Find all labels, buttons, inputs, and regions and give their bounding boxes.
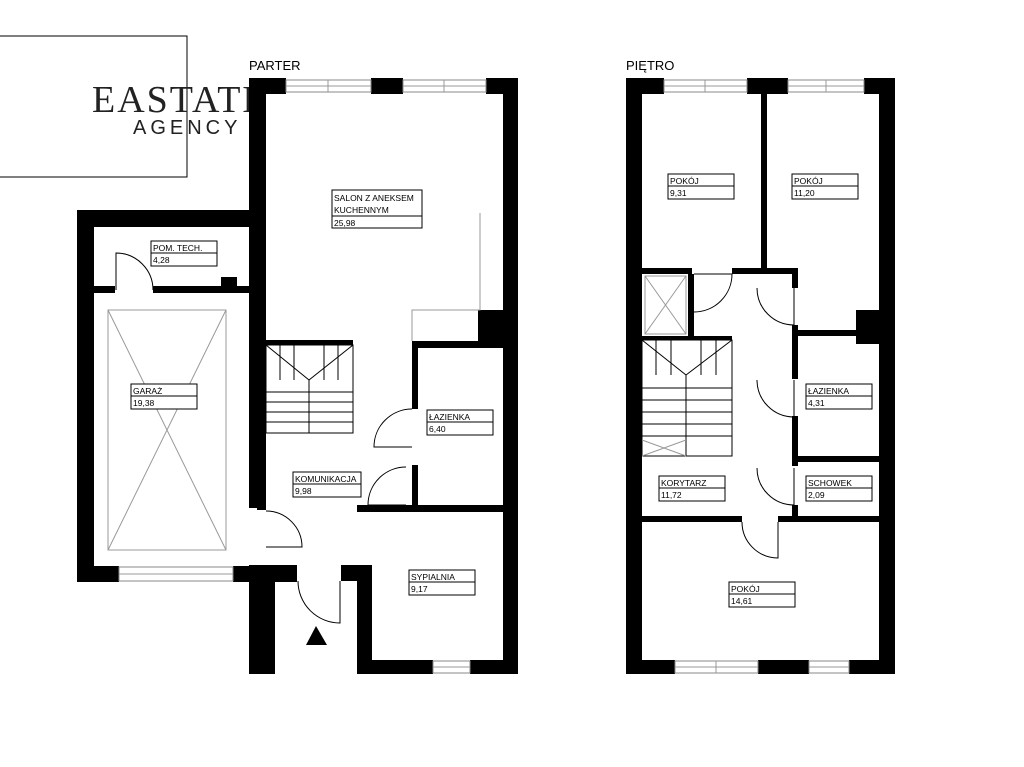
room-name: ŁAZIENKA xyxy=(808,386,849,396)
parter-walls xyxy=(77,78,518,674)
room-name: KUCHENNYM xyxy=(334,205,389,215)
room-label-garaz: GARAŻ 19,38 xyxy=(130,383,198,410)
room-label-pom-tech: POM. TECH. 4,28 xyxy=(150,240,218,267)
room-label-pokoj-1: POKÓJ 9,31 xyxy=(667,173,735,200)
room-label-lazienka-pietro: ŁAZIENKA 4,31 xyxy=(805,383,873,410)
room-area: 14,61 xyxy=(731,596,753,606)
parter-doors xyxy=(115,252,413,624)
room-label-lazienka-parter: ŁAZIENKA 6,40 xyxy=(426,409,494,436)
logo: EASTATE AGENCY xyxy=(0,35,268,178)
room-area: 4,31 xyxy=(808,398,825,408)
entrance-arrow-icon xyxy=(306,626,327,645)
room-area: 19,38 xyxy=(133,398,155,408)
room-name: GARAŻ xyxy=(133,386,162,396)
pietro-windows xyxy=(663,79,865,674)
floor-title-parter: PARTER xyxy=(249,58,301,73)
pietro-walls xyxy=(626,78,895,674)
room-name: SYPIALNIA xyxy=(411,572,455,582)
room-name: POM. TECH. xyxy=(153,243,202,253)
room-name: SALON Z ANEKSEM xyxy=(334,193,414,203)
parter-windows xyxy=(118,79,487,674)
room-area: 4,28 xyxy=(153,255,170,265)
room-area: 25,98 xyxy=(334,218,356,228)
room-area: 11,72 xyxy=(661,490,682,500)
room-area: 2,09 xyxy=(808,490,825,500)
room-label-schowek: SCHOWEK 2,09 xyxy=(805,475,873,502)
floor-title-pietro: PIĘTRO xyxy=(626,58,674,73)
room-area: 9,31 xyxy=(670,188,687,198)
room-label-salon: SALON Z ANEKSEM KUCHENNYM 25,98 xyxy=(331,189,423,229)
room-label-korytarz: KORYTARZ 11,72 xyxy=(658,475,726,502)
room-name: KORYTARZ xyxy=(661,478,707,488)
room-name: POKÓJ xyxy=(794,176,823,186)
room-label-pokoj-2: POKÓJ 11,20 xyxy=(791,173,859,200)
logo-main-text: EASTATE xyxy=(92,79,268,121)
logo-frame xyxy=(0,35,188,178)
room-area: 6,40 xyxy=(429,424,446,434)
room-area: 9,98 xyxy=(295,486,312,496)
room-label-pokoj-3: POKÓJ 14,61 xyxy=(728,581,796,608)
room-name: ŁAZIENKA xyxy=(429,412,470,422)
room-name: POKÓJ xyxy=(670,176,699,186)
parter-fixtures xyxy=(107,213,481,645)
room-name: POKÓJ xyxy=(731,584,760,594)
pietro-doors xyxy=(693,273,795,559)
logo-sub-text: AGENCY xyxy=(133,117,241,139)
room-name: KOMUNIKACJA xyxy=(295,474,357,484)
room-label-sypialnia: SYPIALNIA 9,17 xyxy=(408,569,476,596)
pietro-fixtures xyxy=(641,275,733,457)
room-name: SCHOWEK xyxy=(808,478,852,488)
room-label-komunikacja: KOMUNIKACJA 9,98 xyxy=(292,471,362,498)
room-area: 9,17 xyxy=(411,584,428,594)
room-area: 11,20 xyxy=(794,188,815,198)
